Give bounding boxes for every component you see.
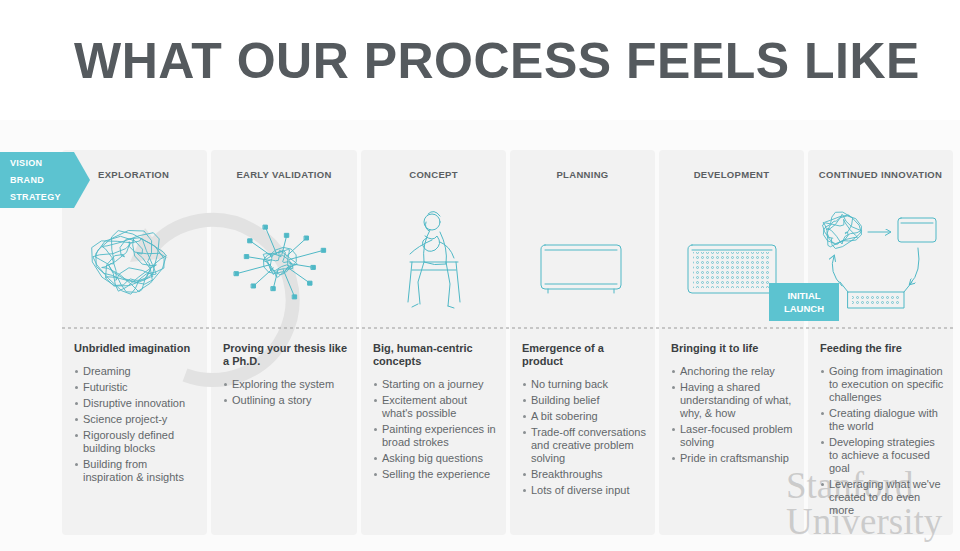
phase-body: Proving your thesis like a Ph.D. Explorin… [223, 342, 349, 410]
phase-heading: PLANNING [510, 169, 655, 180]
phase-subheading: Unbridled imagination [74, 342, 199, 355]
bullet-item: Lots of diverse input [522, 484, 647, 497]
phase-heading: DEVELOPMENT [659, 169, 804, 180]
bullet-item: Starting on a journey [373, 378, 498, 391]
bullet-item: Futuristic [74, 381, 199, 394]
scribble-sketch [823, 212, 862, 248]
launch-text: INITIAL LAUNCH [769, 283, 839, 321]
phase-heading: EXPLORATION [98, 169, 207, 180]
phase-subheading: Emergence of a product [522, 342, 647, 368]
bullet-item: Laser-focused problem solving [671, 423, 796, 449]
bullet-item: Building belief [522, 394, 647, 407]
bullet-item: Science project-y [74, 413, 199, 426]
phase-column: DEVELOPMENT Bringing it to lifeAnchoring … [659, 150, 804, 535]
phase-column: CONCEPT Big, human-centric conceptsStarti… [361, 150, 506, 535]
phase-column: EXPLORATION Unbridled imaginationDreaming… [62, 150, 207, 535]
phase-heading: EARLY VALIDATION [211, 169, 357, 180]
phase-heading: CONTINUED INNOVATION [808, 169, 953, 180]
bullet-item: Exploring the system [223, 378, 349, 391]
bullet-item: Asking big questions [373, 452, 498, 465]
phase-body: Unbridled imaginationDreamingFuturisticD… [74, 342, 199, 487]
bullet-item: Painting experiences in broad strokes [373, 423, 498, 449]
bullet-item: Breakthroughs [522, 468, 647, 481]
bullet-item: Having a shared understanding of what, w… [671, 381, 796, 420]
phase-body: Emergence of a product No turning backBui… [522, 342, 647, 500]
bullet-item: Disruptive innovation [74, 397, 199, 410]
bullet-item: Excitement about what's possible [373, 394, 498, 420]
scribble-sketch [263, 247, 297, 277]
bullet-item: Anchoring the relay [671, 365, 796, 378]
bullet-item: No turning back [522, 378, 647, 391]
phase-body: Big, human-centric conceptsStarting on a… [373, 342, 498, 484]
bullet-item: Rigorously defined building blocks [74, 429, 199, 455]
phase-heading: CONCEPT [361, 169, 506, 180]
bullet-item: Creating dialogue with the world [820, 407, 945, 433]
phase-column: CONTINUED INNOVATION Feeding the fireGoin… [808, 150, 953, 535]
bullet-item: Leveraging what we've created to do even… [820, 478, 945, 517]
phase-subheading: Bringing it to life [671, 342, 796, 355]
bullet-item: Developing strategies to achieve a focus… [820, 436, 945, 475]
phase-subheading: Feeding the fire [820, 342, 945, 355]
bullet-item: Dreaming [74, 365, 199, 378]
phase-column: EARLY VALIDATION Proving your thesis like… [211, 150, 357, 535]
phase-body: Bringing it to lifeAnchoring the relayHa… [671, 342, 796, 468]
bullet-item: Outlining a story [223, 394, 349, 407]
bullet-item: Selling the experience [373, 468, 498, 481]
bullet-item: Trade-off conversations and creative pro… [522, 426, 647, 465]
phase-subheading: Proving your thesis like a Ph.D. [223, 342, 349, 368]
vision-tab: VISION BRAND STRATEGY [10, 155, 72, 206]
diagram-title: WHAT OUR PROCESS FEELS LIKE [74, 32, 920, 90]
bullet-item: Going from imagination to execution on s… [820, 365, 945, 404]
phase-body: Feeding the fireGoing from imagination t… [820, 342, 945, 520]
launch-badge: INITIAL LAUNCH [769, 283, 839, 321]
phase-subheading: Big, human-centric concepts [373, 342, 498, 368]
bullet-item: Building from inspiration & insights [74, 458, 199, 484]
bullet-item: Pride in craftsmanship [671, 452, 796, 465]
bullet-item: A bit sobering [522, 410, 647, 423]
scribble-sketch [92, 231, 167, 295]
phase-column: PLANNING Emergence of a product No turning… [510, 150, 655, 535]
vision-text: VISION BRAND STRATEGY [10, 155, 72, 206]
